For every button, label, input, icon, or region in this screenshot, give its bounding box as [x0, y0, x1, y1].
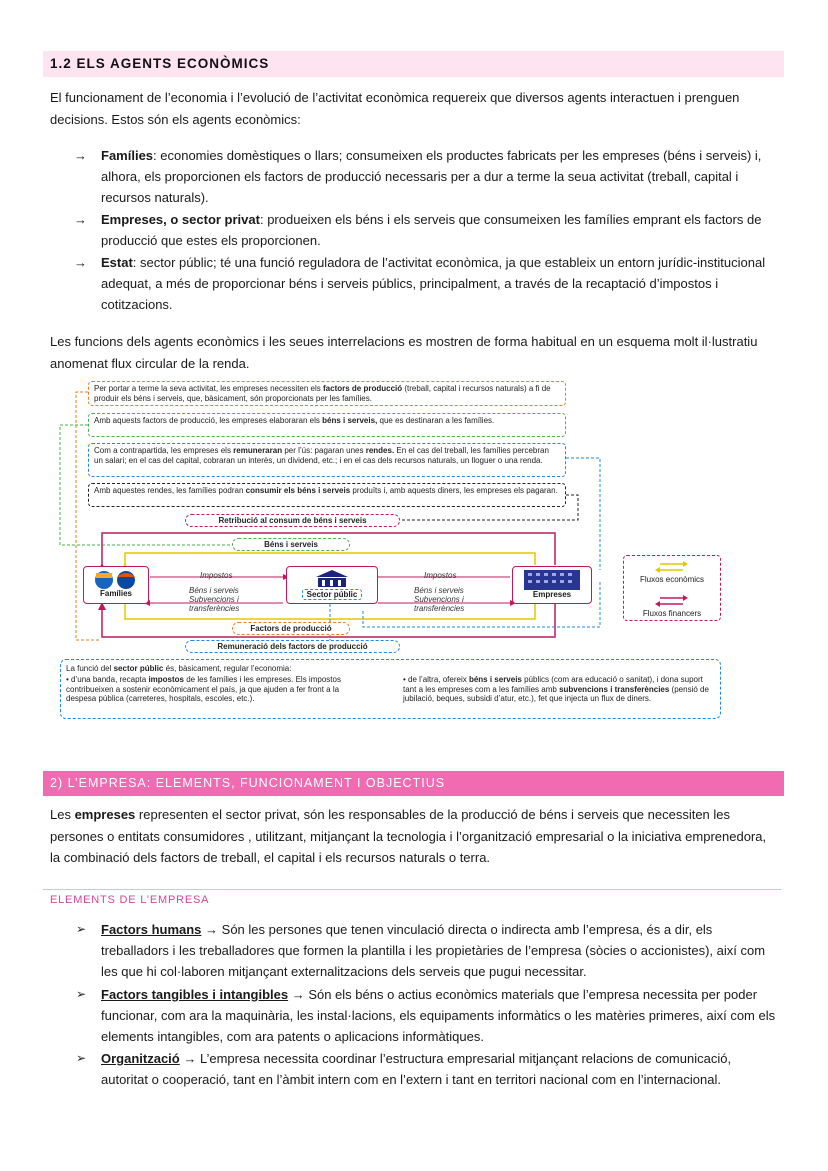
section-title-empresa: 2) L’EMPRESA: ELEMENTS, FUNCIONAMENT I O… — [43, 771, 784, 796]
arrow-bullet-icon: → — [74, 212, 87, 227]
label-impostos-right: Impostos — [424, 571, 457, 580]
label-subv-left: Subvencions i — [189, 595, 239, 604]
bullet-families: Famílies: economies domèstiques o llars;… — [101, 148, 762, 205]
bullet-factors-tangibles: Factors tangibles i intangibles → Són el… — [101, 987, 776, 1044]
legend-fluxos-financers: Fluxos financers — [642, 609, 702, 618]
label-transf-left: transferències — [189, 604, 240, 613]
label-subv-right: Subvencions i — [414, 595, 464, 604]
intro-paragraph: El funcionament de l’economia i l’evoluc… — [50, 90, 740, 127]
pill-bens-serveis: Béns i serveis — [232, 538, 350, 551]
bullet-factors-humans: Factors humans → Són les persones que te… — [101, 922, 766, 979]
triangle-bullet-icon: ➢ — [76, 1051, 87, 1065]
actor-families-label: Famílies — [99, 589, 132, 598]
label-bens-left: Béns i serveis — [189, 586, 239, 595]
bullet-estat: Estat: sector públic; té una funció regu… — [101, 255, 766, 312]
subtitle-divider — [43, 889, 781, 890]
sector-public-title: La funció del sector públic és, bàsicame… — [66, 664, 292, 673]
pill-retribucio: Retribució al consum de béns i serveis — [185, 514, 400, 527]
pill-remuneracio: Remuneració dels factors de producció — [185, 640, 400, 653]
outro-paragraph: Les funcions dels agents econòmics i les… — [50, 334, 758, 371]
legend-fluxos-economics: Fluxos econòmics — [639, 575, 705, 584]
actor-empreses-label: Empreses — [532, 590, 572, 599]
actor-empreses: Empreses — [512, 566, 592, 604]
legend-box: Fluxos econòmics Fluxos financers — [623, 555, 721, 621]
circular-flow-lines — [59, 391, 688, 653]
arrow-bullet-icon: → — [74, 148, 87, 163]
office-building-icon — [524, 570, 580, 590]
info-box-bens: Amb aquests factors de producció, les em… — [88, 413, 566, 437]
bullet-organitzacio: Organització → L’empresa necessita coord… — [101, 1051, 732, 1087]
bullet-empreses: Empreses, o sector privat: produeixen el… — [101, 212, 762, 248]
actor-families: Famílies — [83, 566, 149, 604]
label-transf-right: transferències — [414, 604, 465, 613]
actor-sector-public: Sector públic — [286, 566, 378, 604]
actor-sector-label: Sector públic — [301, 589, 363, 600]
info-box-consum: Amb aquestes rendes, les famílies podran… — [88, 483, 566, 507]
label-impostos-left: Impostos — [200, 571, 233, 580]
triangle-bullet-icon: ➢ — [76, 922, 87, 936]
sector-public-right: • de l’altra, ofereix béns i serveis púb… — [403, 675, 709, 703]
info-box-factors: Per portar a terme la seva activitat, le… — [88, 381, 566, 406]
info-box-rendes: Com a contrapartida, les empreses els re… — [88, 443, 566, 477]
info-box-sector-public: La funció del sector públic és, bàsicame… — [60, 659, 721, 719]
government-building-icon — [316, 570, 348, 587]
pill-factors-produccio: Factors de producció — [232, 622, 350, 635]
sector-public-left: • d’una banda, recapta impostos de les f… — [66, 675, 341, 703]
subtitle-elements: ELEMENTS DE L’EMPRESA — [50, 894, 210, 906]
section-title-agents: 1.2 ELS AGENTS ECONÒMICS — [43, 51, 784, 77]
families-icon — [95, 571, 135, 589]
label-bens-right: Béns i serveis — [414, 586, 464, 595]
arrow-bullet-icon: → — [74, 255, 87, 270]
triangle-bullet-icon: ➢ — [76, 987, 87, 1001]
empresa-intro-paragraph: Les empreses representen el sector priva… — [50, 807, 767, 865]
